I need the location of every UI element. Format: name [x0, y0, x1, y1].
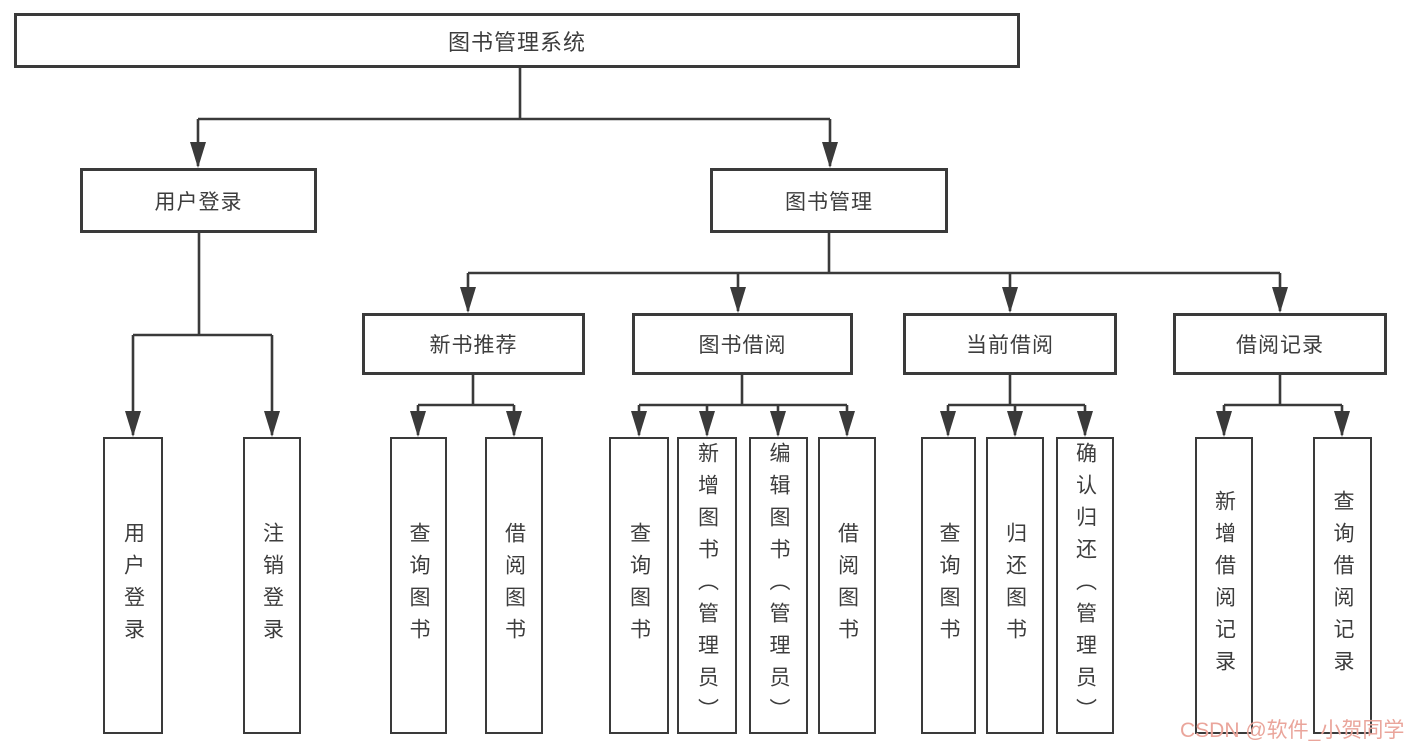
node-borrowing-records: 借阅记录 — [1173, 313, 1387, 375]
leaf-label: 编辑图书（管理员） — [767, 441, 790, 730]
leaf-label: 用户登录 — [121, 521, 145, 650]
leaf-label: 注销登录 — [260, 521, 284, 650]
leaf-label: 查询借阅记录 — [1331, 489, 1354, 682]
leaf-label: 借阅图书 — [502, 521, 526, 650]
leaf-borrow-books: 借阅图书 — [818, 437, 876, 734]
leaf-label: 查询图书 — [937, 521, 960, 650]
leaf-label: 新增借阅记录 — [1212, 489, 1236, 682]
leaf-label: 归还图书 — [1003, 521, 1027, 650]
leaf-label: 借阅图书 — [835, 521, 859, 650]
leaf-borrow-books-recommend: 借阅图书 — [485, 437, 543, 734]
leaf-query-books-borrowing: 查询图书 — [609, 437, 669, 734]
leaf-edit-books-admin: 编辑图书（管理员） — [749, 437, 808, 734]
node-label: 图书管理 — [785, 190, 873, 214]
node-label: 借阅记录 — [1236, 334, 1324, 357]
node-label: 新书推荐 — [429, 334, 518, 357]
node-label: 当前借阅 — [966, 334, 1054, 357]
leaf-query-books-recommend: 查询图书 — [390, 437, 447, 734]
node-book-management-branch: 图书管理 — [710, 168, 948, 233]
leaf-return-books: 归还图书 — [986, 437, 1044, 734]
leaf-add-books-admin: 新增图书（管理员） — [677, 437, 737, 734]
node-new-book-recommend: 新书推荐 — [362, 313, 585, 375]
node-current-borrowing: 当前借阅 — [903, 313, 1117, 375]
leaf-label: 确认归还（管理员） — [1073, 441, 1097, 730]
csdn-watermark: CSDN @软件_小贺同学 — [1180, 719, 1405, 742]
node-label: 用户登录 — [154, 190, 243, 214]
node-user-login-branch: 用户登录 — [80, 168, 317, 233]
node-book-borrowing: 图书借阅 — [632, 313, 853, 375]
leaf-add-borrow-record: 新增借阅记录 — [1195, 437, 1253, 734]
leaf-confirm-return-admin: 确认归还（管理员） — [1056, 437, 1114, 734]
leaf-query-books-current: 查询图书 — [921, 437, 976, 734]
node-label: 图书管理系统 — [447, 29, 586, 55]
node-label: 图书借阅 — [698, 334, 787, 357]
leaf-query-borrow-record: 查询借阅记录 — [1313, 437, 1372, 734]
node-root-library-system: 图书管理系统 — [14, 13, 1020, 68]
leaf-label: 新增图书（管理员） — [695, 441, 719, 730]
leaf-label: 查询图书 — [407, 521, 430, 650]
leaf-label: 查询图书 — [627, 521, 651, 650]
leaf-user-login: 用户登录 — [103, 437, 163, 734]
arrowhead-icons — [125, 142, 1350, 437]
leaf-logout: 注销登录 — [243, 437, 301, 734]
